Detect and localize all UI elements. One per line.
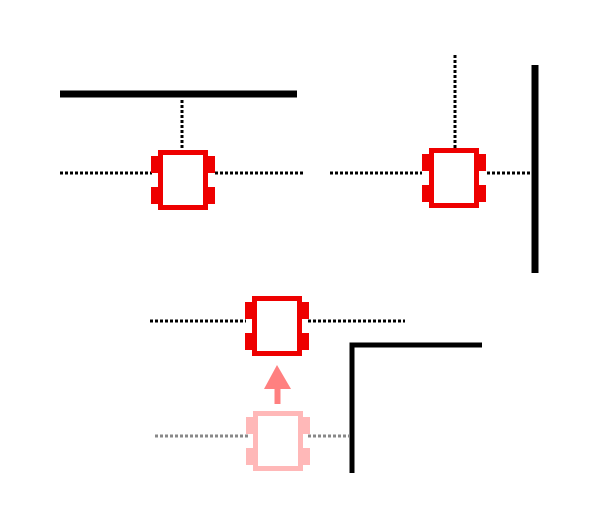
robot-body [253,411,303,471]
robot-wheel [207,187,215,204]
arrow-head [264,365,291,389]
robot-wheel [302,417,310,434]
robot-body [158,150,208,210]
robot [422,148,486,208]
robot-wheel [246,417,254,434]
robot-wheel [301,302,309,319]
robot-wheel [246,448,254,465]
robot-wheel [151,187,159,204]
robot-wheel [422,185,430,202]
robot-body [429,148,479,208]
robot-wheel [245,333,253,350]
robot-wheel [301,333,309,350]
robot-body [252,296,302,356]
corner-wall [349,342,482,473]
robot-wheel [151,156,159,173]
robot-wheel [478,185,486,202]
robot-moving-forward-past-corner [150,296,482,473]
robot-wheel [422,154,430,171]
robot-wheel [478,154,486,171]
robot-wheel [207,156,215,173]
robot-current [245,296,309,356]
robot-wheel [302,448,310,465]
forward-arrow-icon [264,365,291,404]
robot-wheel [245,302,253,319]
robot-beside-wall-right [330,55,539,273]
robot-previous [246,411,310,471]
arrow-shaft [274,388,281,404]
robot [151,150,215,210]
robot-facing-wall-above [60,90,305,210]
